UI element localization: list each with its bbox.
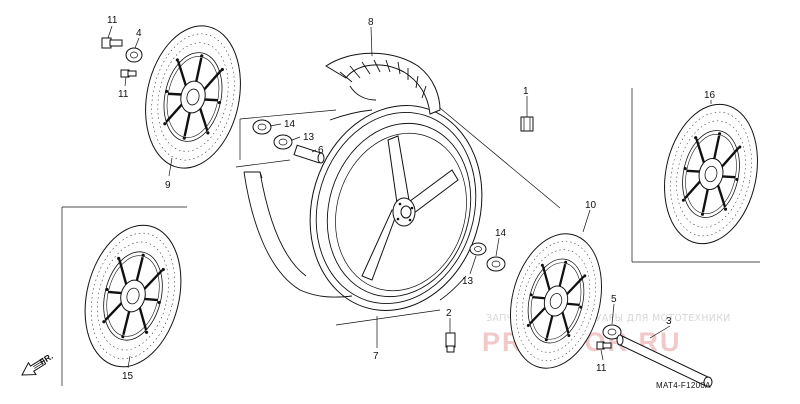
part-number-12: 11 bbox=[107, 15, 118, 26]
part-number-13: 13 bbox=[303, 132, 315, 143]
part-number-2: 2 bbox=[446, 308, 452, 319]
bearing-14-right bbox=[486, 256, 506, 272]
brake-disc-9 bbox=[131, 15, 255, 179]
spacer-6 bbox=[293, 144, 325, 164]
wheel-rim bbox=[309, 105, 483, 311]
part-number-8: 8 bbox=[368, 17, 374, 28]
bearing-13-left bbox=[273, 134, 293, 150]
part-number-5: 5 bbox=[611, 294, 617, 305]
part-number-16: 16 bbox=[704, 90, 716, 101]
brake-disc-16 bbox=[651, 94, 771, 254]
bolt-2 bbox=[445, 332, 456, 353]
collar-5 bbox=[602, 324, 622, 340]
part-number-3: 3 bbox=[666, 316, 672, 327]
part-number-6: 6 bbox=[318, 145, 324, 156]
bolt-11-top bbox=[120, 69, 137, 78]
part-number-15: 15 bbox=[122, 371, 134, 382]
part-number-10: 10 bbox=[585, 200, 597, 211]
watermark-caption: ЗАПЧАСТИ И АКСЕССУАРЫ ДЛЯ МОТОТЕХНИКИ bbox=[486, 313, 731, 324]
collar-4 bbox=[125, 47, 143, 63]
part-number-13-right: 13 bbox=[462, 276, 474, 287]
brake-disc-15 bbox=[69, 213, 197, 379]
bearing-13-right bbox=[469, 242, 487, 256]
bearing-14-left bbox=[252, 119, 272, 135]
leader-lines bbox=[107, 25, 712, 369]
arrow-icon bbox=[21, 357, 47, 376]
part-number-14-right: 14 bbox=[495, 228, 507, 239]
front-direction-indicator: FR. bbox=[21, 351, 55, 376]
tire bbox=[325, 52, 441, 115]
part-number-4: 4 bbox=[136, 28, 142, 39]
assembly-boundary-lines bbox=[61, 88, 760, 386]
bolt-12 bbox=[101, 37, 123, 49]
part-number-14: 14 bbox=[284, 119, 296, 130]
part-number-11: 11 bbox=[118, 89, 129, 100]
part-number-7: 7 bbox=[373, 351, 379, 362]
reference-code: MAT4-F1200A bbox=[656, 381, 711, 390]
part-number-labels: 11 4 11 9 8 1 14 13 6 16 10 14 13 7 2 3 … bbox=[107, 15, 716, 382]
part-number-9: 9 bbox=[165, 180, 171, 191]
part-number-1: 1 bbox=[523, 86, 529, 97]
part-number-11-bottom: 11 bbox=[596, 363, 607, 374]
bolt-11-bottom bbox=[596, 341, 612, 350]
axle-3 bbox=[616, 334, 713, 388]
valve-stem bbox=[520, 116, 534, 132]
tire-inner-section bbox=[243, 171, 353, 298]
